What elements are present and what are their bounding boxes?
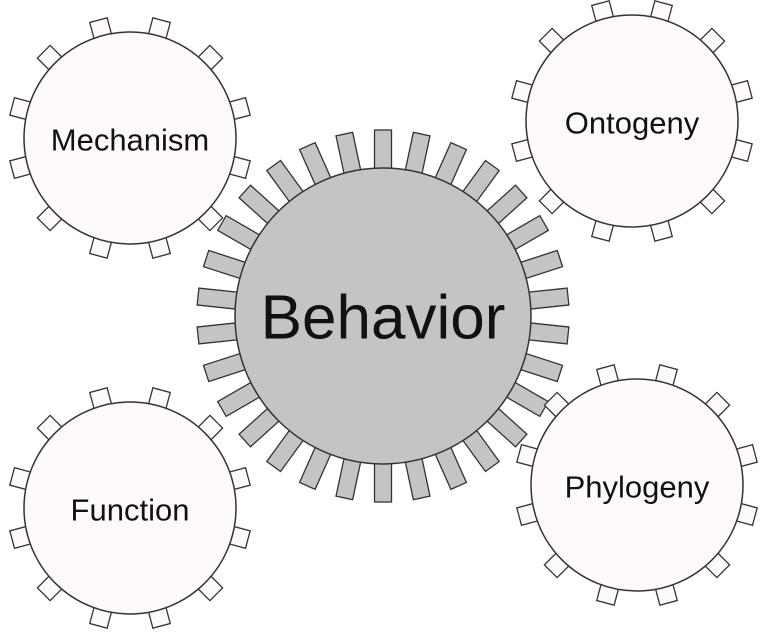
behavior-gear-body: [234, 167, 532, 465]
phylogeny-label: Phylogeny: [565, 470, 710, 505]
behavior-gear: Behavior: [196, 129, 570, 503]
function-label: Function: [71, 493, 190, 528]
function-gear-body: [23, 401, 237, 615]
mechanism-label: Mechanism: [51, 123, 210, 158]
ontogeny-gear: Ontogeny: [511, 0, 753, 242]
mechanism-gear: Mechanism: [9, 17, 251, 259]
function-gear: Function: [9, 387, 251, 629]
phylogeny-gear: Phylogeny: [516, 364, 758, 606]
mechanism-gear-body: [23, 31, 237, 245]
ontogeny-gear-body: [525, 14, 739, 228]
behavior-label: Behavior: [261, 284, 506, 353]
phylogeny-gear-body: [530, 378, 744, 592]
ontogeny-label: Ontogeny: [565, 106, 700, 141]
